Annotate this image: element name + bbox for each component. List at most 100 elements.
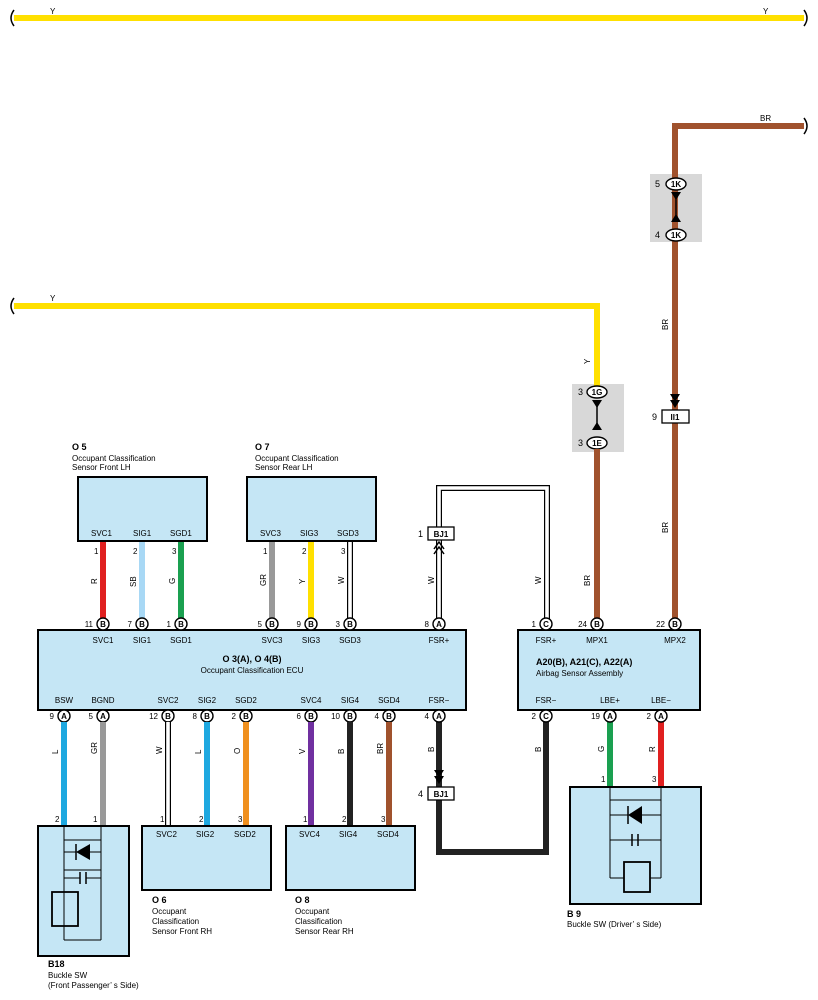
ecu-bot-num: 9 <box>50 712 55 721</box>
ecu-bot-label: SIG4 <box>341 696 360 705</box>
ecu-bot-pin-3: B <box>200 709 214 723</box>
airbag-bot-pin-0: C <box>539 709 553 723</box>
svg-text:2: 2 <box>133 547 138 556</box>
wire-label-y-left: Y <box>50 7 56 16</box>
svg-text:G: G <box>168 578 177 584</box>
svg-text:SGD4: SGD4 <box>377 830 399 839</box>
svg-text:W: W <box>337 576 346 584</box>
svg-text:1: 1 <box>263 547 268 556</box>
svg-text:B: B <box>427 747 436 752</box>
airbag-top-pin-1: B <box>590 617 604 631</box>
ecu-top-num: 8 <box>425 620 430 629</box>
connector-ii1: II1 9 <box>652 394 690 424</box>
svg-text:Classification: Classification <box>152 917 199 926</box>
ecu-bottom-pins: BSWA9BGNDA5SVC2B12SIG2B8SGD2B2SVC4B6SIG4… <box>50 696 450 723</box>
airbag-top-num: 22 <box>656 620 665 629</box>
svg-text:SVC1: SVC1 <box>91 529 112 538</box>
ecu-top-pins: B11SVC1B7SIG1B1SGD1B5SVC3B9SIG3B3SGD3A8F… <box>85 617 450 645</box>
wires-o7: 1 2 3 GR Y W <box>259 542 353 618</box>
svg-text:A: A <box>658 712 664 721</box>
ecu-bot-num: 5 <box>89 712 94 721</box>
splice-1k: 1K 5 1K 4 <box>650 168 702 248</box>
svg-text:2: 2 <box>302 547 307 556</box>
wire-color-label: R <box>648 746 657 752</box>
ecu-bot-num: 6 <box>297 712 302 721</box>
airbag-bot-pin-2: A <box>654 709 668 723</box>
ecu-top-pin-2: B <box>174 617 188 631</box>
svg-text:B: B <box>100 620 106 629</box>
ecu-bot-num: 10 <box>331 712 340 721</box>
ecu-bot-label: SGD4 <box>378 696 400 705</box>
ecu-bot-pin-8: A <box>432 709 446 723</box>
svg-text:B: B <box>308 620 314 629</box>
switch-icon <box>623 861 651 893</box>
ecu-bot-pin-2: B <box>161 709 175 723</box>
svg-text:Airbag Sensor Assembly: Airbag Sensor Assembly <box>536 669 623 678</box>
svg-text:O 3(A), O 4(B): O 3(A), O 4(B) <box>222 654 281 664</box>
airbag-bot-num: 19 <box>591 712 600 721</box>
ecu-bot-label: BGND <box>91 696 114 705</box>
svg-text:Sensor Rear LH: Sensor Rear LH <box>255 463 313 472</box>
svg-text:4: 4 <box>655 230 660 240</box>
ecu-top-label: SIG1 <box>133 636 152 645</box>
svg-text:3: 3 <box>578 387 583 397</box>
ecu-top-num: 3 <box>336 620 341 629</box>
ecu-top-num: 1 <box>167 620 172 629</box>
wire-label-y-right: Y <box>763 7 769 16</box>
svg-text:9: 9 <box>652 412 657 422</box>
airbag-bot-label: LBE+ <box>600 696 620 705</box>
component-o7: O 7 Occupant Classification Sensor Rear … <box>246 442 377 542</box>
svg-text:O 8: O 8 <box>295 895 310 905</box>
component-b9: 1 3 B 9 Buckle SW (Driver’ s Side) <box>567 775 702 929</box>
svg-text:Sensor Front RH: Sensor Front RH <box>152 927 212 936</box>
diode-icon <box>76 844 90 860</box>
ecu-top-pin-6: A <box>432 617 446 631</box>
ecu-top-pin-3: B <box>265 617 279 631</box>
svg-text:(Front Passenger’ s Side): (Front Passenger’ s Side) <box>48 981 139 990</box>
svg-text:B: B <box>139 620 145 629</box>
svg-text:SIG4: SIG4 <box>339 830 358 839</box>
svg-text:1K: 1K <box>671 180 681 189</box>
wire-br-mpx2: BR <box>672 114 808 622</box>
component-ecu: O 3(A), O 4(B) Occupant Classification E… <box>37 617 467 723</box>
ecu-bot-pin-6: B <box>343 709 357 723</box>
wire-color-label: GR <box>90 742 99 754</box>
ecu-bot-label: SVC2 <box>158 696 179 705</box>
ecu-bot-label: SGD2 <box>235 696 257 705</box>
svg-text:Classification: Classification <box>295 917 342 926</box>
component-airbag-sensor: A20(B), A21(C), A22(A) Airbag Sensor Ass… <box>517 617 701 787</box>
svg-text:BJ1: BJ1 <box>434 530 449 539</box>
ecu-bot-pin-7: B <box>382 709 396 723</box>
ecu-bot-label: BSW <box>55 696 74 705</box>
airbag-top-pin-2: B <box>668 617 682 631</box>
svg-text:1: 1 <box>418 529 423 539</box>
svg-text:Occupant: Occupant <box>152 907 187 916</box>
wire-fsr-minus: BJ1 4 B B <box>418 722 549 855</box>
svg-text:Buckle SW: Buckle SW <box>48 971 88 980</box>
svg-text:Sensor Rear RH: Sensor Rear RH <box>295 927 354 936</box>
airbag-top-num: 24 <box>578 620 587 629</box>
svg-text:O 5: O 5 <box>72 442 87 452</box>
component-o5: O 5 Occupant Classification Sensor Front… <box>72 442 208 542</box>
svg-text:2: 2 <box>55 815 60 824</box>
wire-color-label: W <box>155 746 164 754</box>
wire-color-label: B <box>337 749 346 754</box>
svg-text:W: W <box>427 576 436 584</box>
svg-text:A: A <box>61 712 67 721</box>
svg-text:SB: SB <box>129 576 138 587</box>
svg-text:SVC2: SVC2 <box>156 830 177 839</box>
svg-text:B: B <box>308 712 314 721</box>
ecu-top-pin-1: B <box>135 617 149 631</box>
svg-text:B: B <box>347 620 353 629</box>
svg-text:O 7: O 7 <box>255 442 270 452</box>
svg-text:3: 3 <box>238 815 243 824</box>
svg-text:Occupant Classification ECU: Occupant Classification ECU <box>201 666 304 675</box>
svg-text:3: 3 <box>578 438 583 448</box>
wire-y-top: Y Y <box>10 7 808 27</box>
ecu-top-num: 7 <box>128 620 133 629</box>
ecu-bot-pin-0: A <box>57 709 71 723</box>
wire-color-label: G <box>597 746 606 752</box>
svg-text:SGD2: SGD2 <box>234 830 256 839</box>
